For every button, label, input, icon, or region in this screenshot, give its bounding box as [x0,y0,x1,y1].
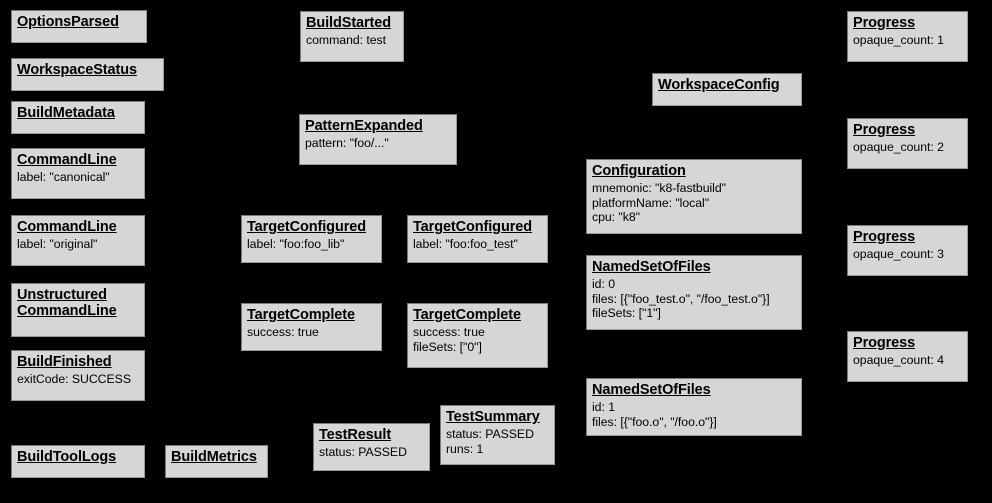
node-title: Progress [853,335,916,351]
node-field: id: 0 [592,277,615,292]
node-build-metadata[interactable]: BuildMetadata [11,101,145,134]
node-title: Unstructured CommandLine [17,287,117,320]
node-field: pattern: "foo/..." [305,136,389,151]
node-title: BuildMetrics [171,449,257,465]
node-progress-1[interactable]: Progress opaque_count: 1 [847,11,968,62]
node-build-finished[interactable]: BuildFinished exitCode: SUCCESS [11,350,145,401]
node-progress-2[interactable]: Progress opaque_count: 2 [847,118,968,169]
node-title: NamedSetOfFiles [592,259,711,275]
node-title: TestSummary [446,409,540,425]
node-title: Progress [853,229,916,245]
node-command-line-original[interactable]: CommandLine label: "original" [11,215,145,266]
node-field: fileSets: ["0"] [413,339,482,354]
node-title: WorkspaceStatus [17,62,137,78]
node-field: exitCode: SUCCESS [17,372,131,387]
node-field: label: "canonical" [17,170,110,185]
node-title: TargetComplete [413,307,521,323]
node-title: TestResult [319,427,392,443]
node-field: opaque_count: 4 [853,353,944,368]
node-field: platformName: "local" [592,195,710,210]
node-target-configured-test[interactable]: TargetConfigured label: "foo:foo_test" [407,215,548,263]
node-field: opaque_count: 1 [853,33,944,48]
node-build-metrics[interactable]: BuildMetrics [165,445,268,478]
node-options-parsed[interactable]: OptionsParsed [11,10,147,43]
node-workspace-config[interactable]: WorkspaceConfig [652,73,802,106]
node-progress-3[interactable]: Progress opaque_count: 3 [847,225,968,276]
node-target-configured-lib[interactable]: TargetConfigured label: "foo:foo_lib" [241,215,382,263]
node-build-tool-logs[interactable]: BuildToolLogs [11,445,145,478]
node-title: BuildToolLogs [17,449,117,465]
node-field: opaque_count: 2 [853,140,944,155]
node-unstructured-command-line[interactable]: Unstructured CommandLine [11,283,145,337]
node-field: files: [{"foo_test.o", "/foo_test.o"}] [592,291,770,306]
node-field: label: "foo:foo_lib" [247,237,345,252]
node-field: cpu: "k8" [592,210,640,225]
node-field: id: 1 [592,400,615,415]
node-field: status: PASSED [319,445,407,460]
node-title: Progress [853,122,916,138]
node-pattern-expanded[interactable]: PatternExpanded pattern: "foo/..." [299,114,457,165]
node-field: runs: 1 [446,441,484,456]
node-field: label: "original" [17,237,98,252]
node-title: Configuration [592,163,686,179]
node-field: success: true [413,325,485,340]
node-title: OptionsParsed [17,14,119,30]
node-workspace-status[interactable]: WorkspaceStatus [11,58,164,91]
node-field: fileSets: ["1"] [592,306,661,321]
node-configuration[interactable]: Configuration mnemonic: "k8-fastbuild"pla… [586,159,802,234]
node-build-started[interactable]: BuildStarted command: test [300,11,404,62]
node-title: TargetComplete [247,307,355,323]
node-title: NamedSetOfFiles [592,382,711,398]
node-title: BuildMetadata [17,105,115,121]
node-command-line-canonical[interactable]: CommandLine label: "canonical" [11,148,145,199]
node-field: success: true [247,325,319,340]
node-target-complete-lib[interactable]: TargetComplete success: true [241,303,382,351]
node-title: Progress [853,15,916,31]
node-field: opaque_count: 3 [853,247,944,262]
node-test-result[interactable]: TestResult status: PASSED [313,423,430,471]
node-title: BuildFinished [17,354,112,370]
node-progress-4[interactable]: Progress opaque_count: 4 [847,331,968,382]
node-title: TargetConfigured [413,219,532,235]
node-title: CommandLine [17,219,117,235]
node-title: CommandLine [17,152,117,168]
node-field: files: [{"foo.o", "/foo.o"}] [592,414,717,429]
node-title: WorkspaceConfig [658,77,780,93]
node-field: command: test [306,33,386,48]
node-title: BuildStarted [306,15,392,31]
node-title: PatternExpanded [305,118,423,134]
node-field: label: "foo:foo_test" [413,237,518,252]
node-field: status: PASSED [446,427,534,442]
node-title: TargetConfigured [247,219,366,235]
node-field: mnemonic: "k8-fastbuild" [592,181,726,196]
